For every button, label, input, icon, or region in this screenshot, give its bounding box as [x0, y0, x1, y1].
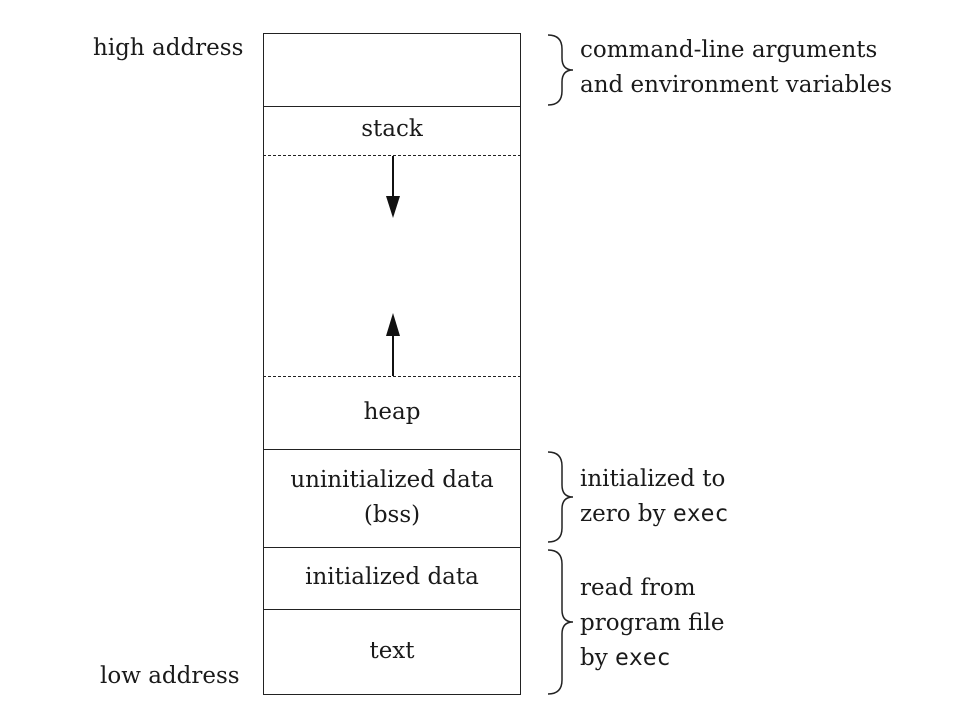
args-annotation-line1: command-line arguments	[580, 37, 878, 63]
heap-growth-up-arrow	[386, 313, 400, 376]
initialized-data-segment-label: initialized data	[305, 564, 479, 590]
data-text-divider	[263, 609, 521, 610]
bss-data-divider	[263, 547, 521, 548]
args-stack-divider	[263, 106, 521, 107]
bss-annotation-line1: initialized to	[580, 466, 726, 492]
file-annotation-text: by	[580, 645, 616, 671]
file-annotation-line2: program file	[580, 610, 725, 636]
memory-layout-box	[263, 33, 521, 695]
file-annotation-line3: by exec	[580, 644, 670, 672]
stack-segment-label: stack	[361, 116, 423, 142]
low-address-label: low address	[100, 663, 240, 689]
heap-bss-divider	[263, 449, 521, 450]
file-annotation-line1: read from	[580, 575, 696, 601]
text-segment-label: text	[369, 638, 415, 664]
file-annotation-exec-code: exec	[615, 645, 671, 671]
bss-brace-icon	[547, 451, 574, 543]
heap-segment-label: heap	[363, 399, 421, 425]
bss-segment-label-line1: uninitialized data	[290, 467, 494, 493]
stack-growth-down-arrow	[386, 156, 400, 218]
args-brace-icon	[547, 34, 574, 106]
bss-annotation-line2: zero by exec	[580, 500, 728, 528]
bss-annotation-text: zero by	[580, 501, 673, 527]
bss-segment-label-line2: (bss)	[363, 502, 421, 528]
stack-bottom-dashed-line	[263, 155, 521, 156]
heap-top-dashed-line	[263, 376, 521, 377]
bss-annotation-exec-code: exec	[672, 501, 729, 527]
program-file-brace-icon	[547, 549, 574, 695]
args-annotation-line2: and environment variables	[580, 72, 893, 98]
high-address-label: high address	[93, 35, 244, 61]
